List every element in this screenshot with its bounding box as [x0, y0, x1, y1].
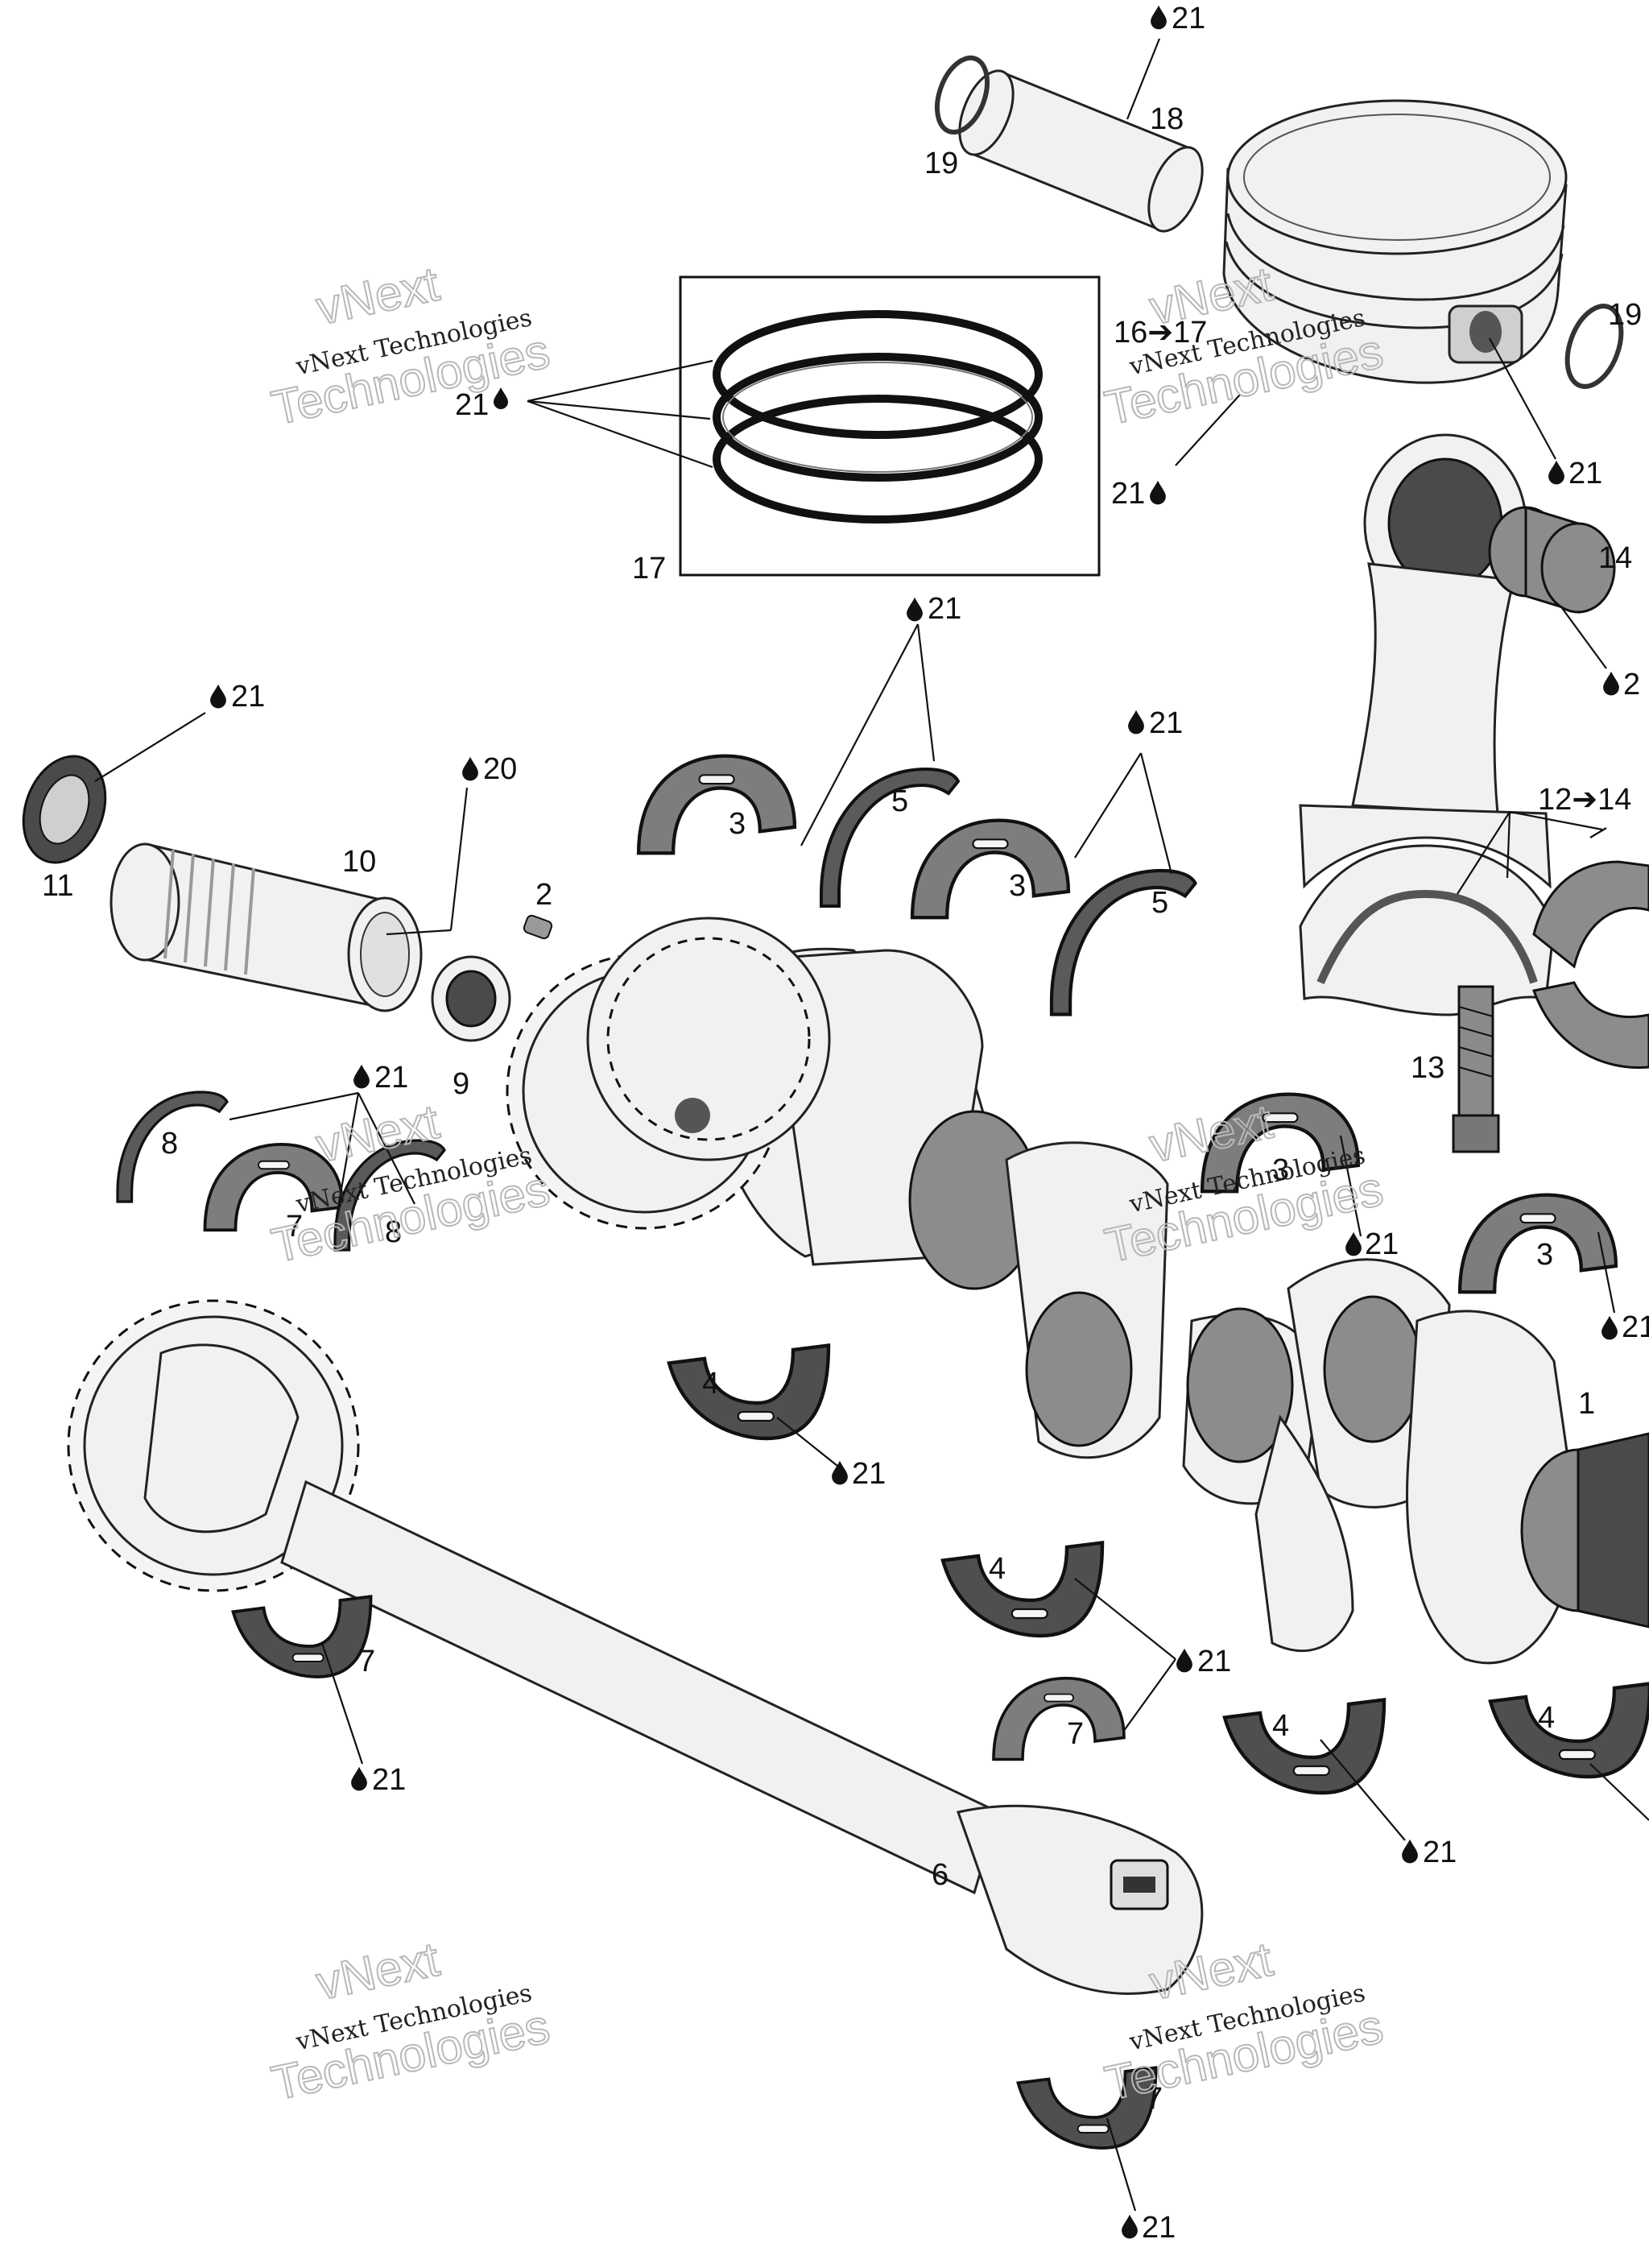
- leader-lines: [94, 38, 1649, 2212]
- lubricant-refs: 21 21 21 2 21 21 21 21 20 21 21 21 21 21…: [210, 2, 1649, 2245]
- main-bearing-3b: [912, 821, 1068, 918]
- oil-drop-icon: [1128, 710, 1144, 735]
- lube-ref-piston-right: 21: [1568, 457, 1602, 490]
- connecting-rod-12: [1299, 433, 1556, 1016]
- thrust-washer-5b: [1052, 871, 1196, 1015]
- callout-1: 1: [1578, 1387, 1595, 1421]
- oil-drop-icon: [907, 597, 923, 622]
- watermark-line2: vNext: [1145, 1095, 1277, 1173]
- lube-ref-rings: 21: [455, 388, 489, 422]
- callout-17: 17: [632, 552, 666, 586]
- callout-10: 10: [342, 845, 376, 879]
- main-bearing-4b: [943, 1543, 1102, 1637]
- balance-shaft-6: [67, 1299, 1204, 1995]
- lube-ref-bearing-4c: 21: [1423, 1836, 1457, 1869]
- crank-gear: [506, 917, 831, 1230]
- callout-11: 11: [42, 869, 73, 903]
- callout-4c: 4: [1272, 1709, 1289, 1743]
- watermark-line2: vNext: [312, 1095, 444, 1173]
- main-bearing-3a: [639, 756, 795, 854]
- lube-ref-top: 21: [1172, 2, 1205, 35]
- callout-14: 14: [1598, 541, 1632, 575]
- lube-ref-bearing-7d: 21: [1142, 2211, 1176, 2245]
- lube-ref-piston-bottom: 21: [1111, 477, 1145, 511]
- callout-7a: 7: [286, 1210, 303, 1244]
- oil-seal-11: [22, 755, 107, 864]
- callout-3d: 3: [1536, 1238, 1553, 1272]
- oil-pump-drive-10: [110, 842, 423, 1012]
- watermark-line2: vNext: [312, 1932, 444, 2010]
- main-bearing-4d: [1490, 1684, 1649, 1778]
- balance-bearing-7c: [992, 1676, 1126, 1761]
- lube-ref-bearing-7a: 21: [372, 1763, 406, 1797]
- piston-16: [1222, 99, 1568, 384]
- callout-18: 18: [1150, 102, 1184, 136]
- rod-bushing-14: [1488, 505, 1616, 615]
- callout-7d: 7: [1146, 2082, 1163, 2116]
- callout-19a: 19: [924, 147, 958, 180]
- lube-ref-crank-3b: 21: [1622, 1310, 1649, 1344]
- balance-bearing-7b: [231, 1595, 373, 1678]
- watermark-top-left: vNext vNext Technologies Technologies: [267, 256, 556, 437]
- callout-8b: 8: [385, 1215, 402, 1249]
- callout-8a: 8: [161, 1127, 178, 1161]
- callout-3c: 3: [1272, 1153, 1289, 1187]
- lube-ref-crank-3: 21: [1365, 1227, 1399, 1261]
- oil-drop-icon: [1151, 5, 1167, 30]
- callout-5a: 5: [891, 784, 908, 818]
- lube-ref-rod: 2: [1623, 668, 1640, 702]
- callout-9: 9: [453, 1067, 469, 1101]
- oil-drop-icon: [1150, 480, 1166, 505]
- oil-drop-icon: [494, 387, 508, 409]
- callout-3b: 3: [1009, 869, 1026, 903]
- circlip-19-left: [934, 55, 990, 135]
- oil-drop-icon: [210, 684, 226, 709]
- lube-ref-bearing-4b: 21: [1197, 1645, 1231, 1678]
- callout-13: 13: [1411, 1051, 1444, 1085]
- oil-drop-icon: [1603, 671, 1619, 696]
- bearing-9: [431, 955, 511, 1042]
- crankshaft-1: [707, 947, 1649, 1665]
- lube-ref-20: 20: [483, 752, 517, 786]
- callout-7b: 7: [358, 1645, 375, 1678]
- lube-ref-bearing-5: 21: [928, 592, 961, 626]
- oil-drop-icon: [1548, 460, 1564, 485]
- pin-2: [523, 914, 553, 940]
- callout-3a: 3: [729, 807, 746, 841]
- lube-ref-bearing-8: 21: [374, 1061, 408, 1095]
- callout-19b: 19: [1608, 298, 1642, 332]
- oil-drop-icon: [1176, 1648, 1192, 1673]
- callout-6: 6: [932, 1858, 948, 1892]
- callout-5b: 5: [1151, 886, 1168, 920]
- watermark-line2: vNext: [312, 257, 444, 335]
- callout-2: 2: [535, 878, 552, 912]
- callout-12-14: 12➔14: [1538, 783, 1631, 817]
- lube-ref-bearing-4a: 21: [852, 1457, 886, 1491]
- rod-bolt-13: [1452, 985, 1500, 1153]
- main-bearing-4c: [1225, 1700, 1384, 1794]
- piston-ring-set-box: [679, 275, 1101, 577]
- oil-drop-icon: [353, 1064, 370, 1089]
- watermark-bottom-left: vNext vNext Technologies Technologies: [267, 1931, 556, 2112]
- callout-4d: 4: [1538, 1701, 1555, 1735]
- rod-bearing-right: [1532, 860, 1649, 1070]
- lube-ref-seal-11: 21: [231, 680, 265, 714]
- oil-drop-icon: [351, 1766, 367, 1791]
- oil-drop-icon: [1402, 1839, 1418, 1864]
- main-bearing-4a: [669, 1346, 829, 1439]
- circlip-19-right: [1564, 304, 1624, 389]
- piston-pin-18: [958, 69, 1204, 233]
- callouts: 1 2 3 3 3 3 4 4 4 4 5 5 6 7 7 7 7 8 8 9 …: [42, 102, 1642, 2116]
- callout-16-17: 16➔17: [1114, 316, 1207, 350]
- oil-drop-icon: [1122, 2214, 1138, 2239]
- oil-drop-icon: [1601, 1315, 1618, 1340]
- callout-4a: 4: [702, 1367, 719, 1401]
- oil-drop-icon: [462, 756, 478, 781]
- callout-4b: 4: [989, 1552, 1006, 1586]
- oil-drop-icon: [1345, 1231, 1362, 1256]
- lube-ref-bearing-5b: 21: [1149, 706, 1183, 740]
- callout-7c: 7: [1067, 1717, 1084, 1751]
